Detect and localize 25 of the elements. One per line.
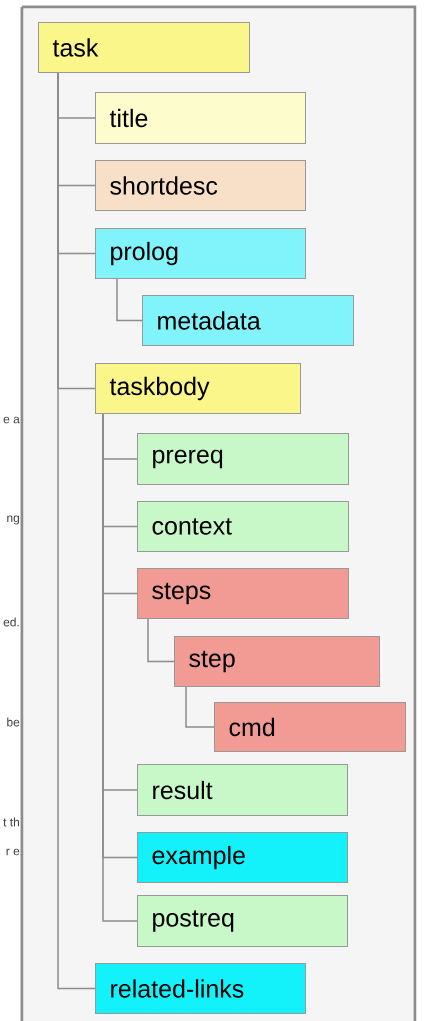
element-box: title (95, 92, 306, 144)
connector-line (57, 72, 96, 990)
element-box: task (38, 22, 250, 73)
element-box: postreq (137, 895, 348, 947)
connector-line (116, 278, 143, 322)
element-box: prereq (137, 433, 349, 485)
element-box: taskbody (95, 363, 301, 414)
text-fragment: ed. (3, 617, 19, 627)
text-fragment: r e (6, 848, 20, 856)
text-fragment: e a (3, 416, 20, 424)
element-box: metadata (142, 295, 354, 346)
element-box: result (137, 764, 348, 816)
element-box: related-links (95, 963, 306, 1014)
element-box: cmd (214, 702, 406, 752)
text-fragment: t th (3, 817, 19, 827)
connector-line (185, 686, 215, 728)
element-box: step (174, 636, 380, 687)
element-box: context (137, 501, 349, 552)
element-box: prolog (95, 228, 306, 279)
text-fragment: be (7, 717, 20, 727)
text-fragment: ng (7, 515, 19, 525)
element-box: steps (137, 568, 349, 619)
element-box: example (137, 832, 348, 883)
element-box: shortdesc (95, 160, 306, 211)
connector-line (147, 618, 175, 663)
